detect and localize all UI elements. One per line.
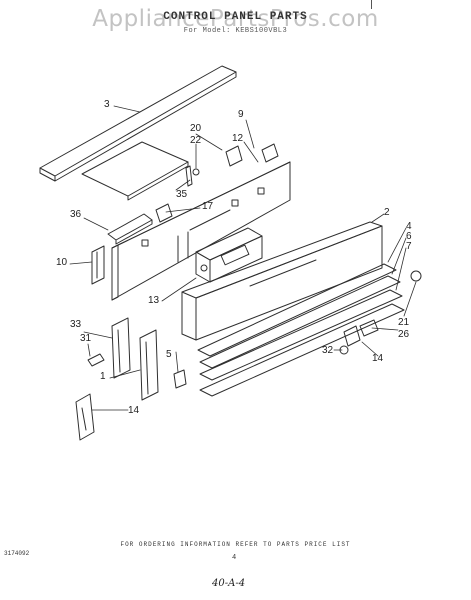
callout-22: 22 [190,135,202,146]
model-subtitle: For Model: KEBS100VBL3 [183,27,288,35]
document-number: 3174092 [4,550,30,557]
top-trim-strip [39,65,237,182]
rear-control-frame [111,161,291,301]
end-block [173,369,187,389]
callout-36: 36 [70,209,82,220]
small-plate [107,213,153,245]
end-cap [359,270,422,337]
callout-21: 21 [398,317,410,328]
callout-7: 7 [406,241,412,252]
switch-assembly [155,143,279,223]
callout-20: 20 [190,123,202,134]
callout-26: 26 [398,329,410,340]
page-number: 4 [232,554,237,562]
callout-2: 2 [384,207,390,218]
callout-17: 17 [202,201,214,212]
callout-14-lower: 14 [128,405,140,416]
callout-4: 4 [406,221,412,232]
small-clip [343,325,361,347]
lower-trim-strips [197,263,405,397]
end-plate [75,393,95,441]
bracket [185,165,193,187]
callout-5: 5 [166,349,172,360]
end-bracket-upper [111,317,131,379]
callout-3: 3 [104,99,110,110]
callout-10: 10 [56,257,68,268]
end-bracket-lower [139,329,159,401]
corner-mark [371,0,372,9]
callout-12: 12 [232,133,244,144]
callout-14-right: 14 [372,353,384,364]
callout-1: 1 [100,371,106,382]
callout-35: 35 [176,189,188,200]
watermark: AppliancePartsPros.com [92,6,379,32]
side-bracket [91,245,105,285]
callout-32: 32 [322,345,334,356]
handwritten-code: 40-A-4 [212,578,246,589]
page-title: CONTROL PANEL PARTS [163,11,308,23]
callout-31: 31 [80,333,92,344]
control-shield-sheet [81,141,189,201]
callout-9: 9 [238,109,244,120]
leader-lines [69,105,417,411]
front-glass-panel [181,221,383,341]
small-strip [87,353,105,367]
callout-6: 6 [406,231,412,242]
callout-33: 33 [70,319,82,330]
ordering-note: FOR ORDERING INFORMATION REFER TO PARTS … [120,541,351,548]
callout-13: 13 [148,295,160,306]
clock-module [195,227,263,283]
